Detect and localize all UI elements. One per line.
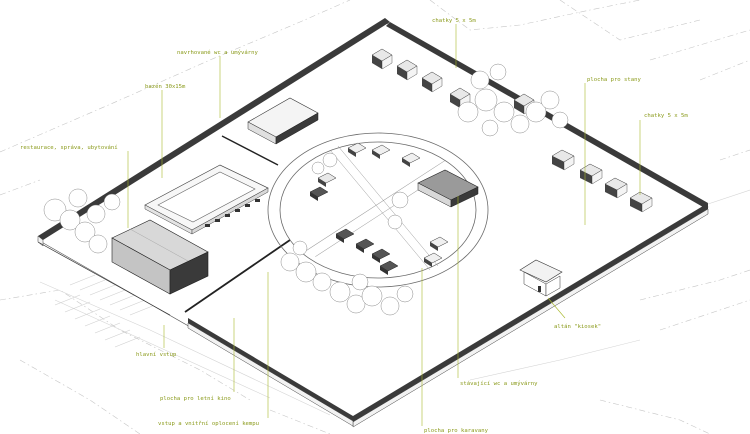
kiosk-gazebo	[519, 259, 563, 297]
label-kiosk: altán "kiosek"	[554, 323, 601, 330]
labels: chatky 5 x 5m navrhované wc a umývárny b…	[20, 18, 688, 434]
trees-left	[43, 188, 121, 254]
inner-fence	[184, 135, 291, 313]
label-cabins-right: chatky 5 x 5m	[644, 113, 688, 119]
trees	[43, 63, 569, 316]
proposed-wc-building	[247, 97, 319, 145]
parking-area	[54, 274, 156, 348]
label-pool: bazén 30x15m	[145, 83, 186, 90]
cabins-right	[551, 149, 653, 213]
pool	[144, 164, 269, 235]
circular-road	[267, 132, 489, 288]
label-caravan-area: plocha pro karavany	[424, 428, 489, 434]
trees-center	[280, 152, 414, 316]
label-cabins-top: chatky 5 x 5m	[432, 18, 476, 24]
label-restaurant: restaurace, správa, ubytování	[20, 144, 118, 151]
perimeter-wall	[37, 18, 709, 428]
caravans	[309, 142, 449, 275]
label-entrance-fence: vstup a vnitřní oplocení kempu	[158, 420, 259, 427]
label-leaders	[127, 24, 641, 426]
pool-loungers	[205, 199, 260, 227]
label-summer-cinema: plocha pro letní kino	[160, 395, 231, 402]
restaurant-building	[111, 219, 209, 295]
trees-top-right	[457, 63, 569, 137]
label-main-entrance: hlavní vstup	[136, 351, 177, 358]
label-tent-area: plocha pro stany	[587, 77, 642, 83]
label-proposed-wc: navrhované wc a umývárny	[177, 49, 258, 56]
label-existing-wc: stávající wc a umývárny	[460, 380, 538, 387]
